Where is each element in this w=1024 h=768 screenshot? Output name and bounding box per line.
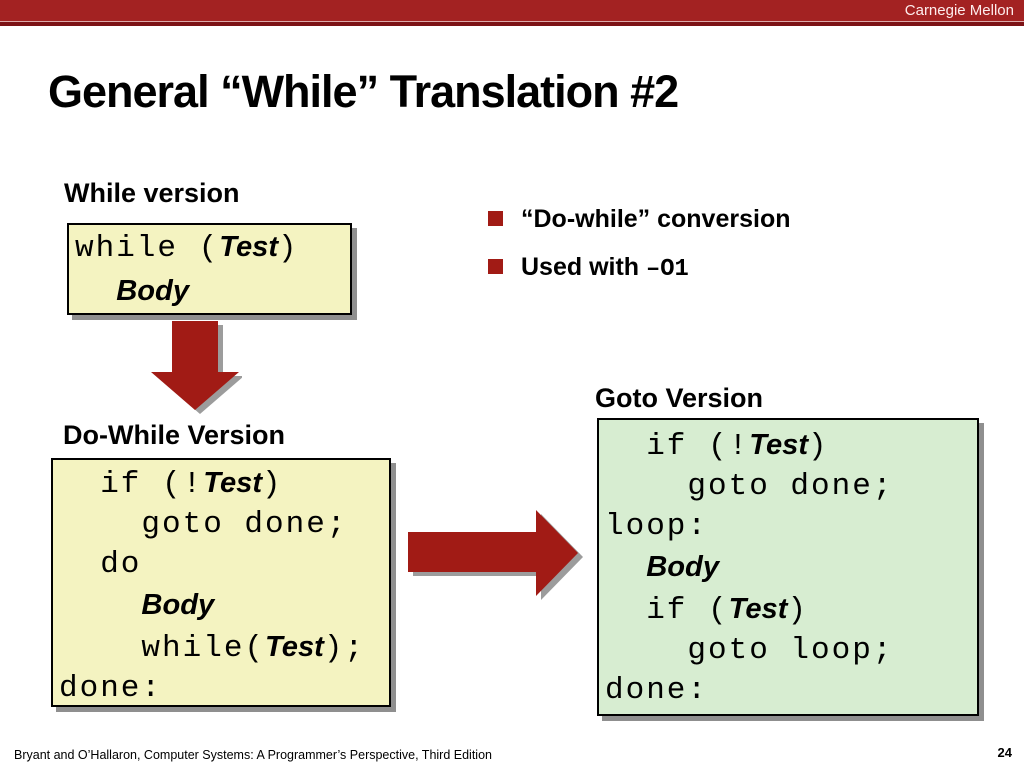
text-segment: Test — [219, 231, 279, 263]
text-segment: Body — [646, 551, 720, 583]
section-label-do-while-version: Do-While Version — [63, 420, 286, 450]
code-line: do — [59, 545, 383, 585]
text-segment: Used with — [521, 253, 647, 281]
code-line: Body — [75, 270, 344, 314]
text-segment: ) — [278, 231, 299, 266]
slide-title: General “While” Translation #2 — [48, 66, 679, 117]
text-segment: goto done; — [59, 507, 348, 542]
text-segment: Body — [116, 275, 190, 307]
text-segment: ) — [808, 429, 829, 464]
brand-text: Carnegie Mellon — [904, 2, 1014, 19]
text-segment: while( — [59, 631, 266, 666]
down-arrow-body — [151, 321, 239, 410]
code-line: done: — [59, 669, 383, 709]
code-line: goto done; — [605, 467, 971, 507]
code-line: Body — [605, 547, 971, 589]
bullet-text: Used with –O1 — [521, 250, 689, 287]
section-label-goto-version: Goto Version — [595, 383, 764, 413]
text-segment: goto done; — [605, 469, 894, 504]
page-number: 24 — [997, 745, 1012, 760]
text-segment — [59, 589, 141, 624]
top-banner: Carnegie Mellon — [0, 0, 1024, 26]
text-segment: loop: — [605, 509, 709, 544]
text-segment: Test — [203, 467, 263, 499]
code-line: while(Test); — [59, 627, 383, 669]
down-arrow-icon — [151, 321, 242, 414]
text-segment: ) — [262, 467, 283, 502]
text-segment: –O1 — [646, 256, 689, 283]
text-segment: if (! — [59, 467, 204, 502]
top-banner-separator — [0, 21, 1024, 22]
text-segment: Test — [749, 429, 809, 461]
code-line: if (!Test) — [605, 425, 971, 467]
text-segment: Body — [141, 589, 215, 621]
code-line: done: — [605, 671, 971, 711]
code-line: if (!Test) — [59, 463, 383, 505]
code-box-goto-version: if (!Test) goto done;loop: Body if (Test… — [597, 418, 979, 716]
code-line: Body — [59, 585, 383, 627]
top-banner-bar: Carnegie Mellon — [0, 0, 1024, 21]
bullet-square-icon — [488, 259, 503, 274]
text-segment: do — [59, 547, 142, 582]
code-line: loop: — [605, 507, 971, 547]
text-segment: ); — [323, 631, 366, 666]
text-segment: Test — [728, 593, 788, 625]
text-segment: ) — [787, 593, 809, 628]
text-segment: if (! — [605, 429, 750, 464]
text-segment — [605, 551, 646, 586]
text-segment: done: — [59, 671, 163, 706]
bullet-item: “Do-while” conversion — [488, 202, 790, 236]
bullet-square-icon — [488, 211, 503, 226]
bullet-text: “Do-while” conversion — [521, 202, 790, 236]
code-box-while-version: while (Test) Body — [67, 223, 352, 315]
section-label-while-version: While version — [64, 178, 240, 208]
code-box-do-while-version: if (!Test) goto done; do Body while(Test… — [51, 458, 391, 707]
top-banner-dark-edge — [0, 22, 1024, 26]
right-arrow-icon — [408, 510, 583, 600]
text-segment: if ( — [605, 593, 729, 628]
right-arrow-body — [408, 510, 578, 596]
text-segment: “Do-while” conversion — [521, 205, 791, 233]
text-segment — [75, 275, 116, 310]
code-line: while (Test) — [75, 226, 344, 270]
text-segment: Test — [265, 631, 324, 663]
code-line: goto done; — [59, 505, 383, 545]
text-segment: goto loop; — [605, 633, 894, 668]
code-line: goto loop; — [605, 631, 971, 671]
text-segment: while ( — [75, 231, 220, 266]
text-segment: done: — [605, 673, 709, 708]
bullet-item: Used with –O1 — [488, 250, 689, 287]
footer-credit: Bryant and O’Hallaron, Computer Systems:… — [14, 748, 492, 762]
code-line: if (Test) — [605, 589, 971, 631]
